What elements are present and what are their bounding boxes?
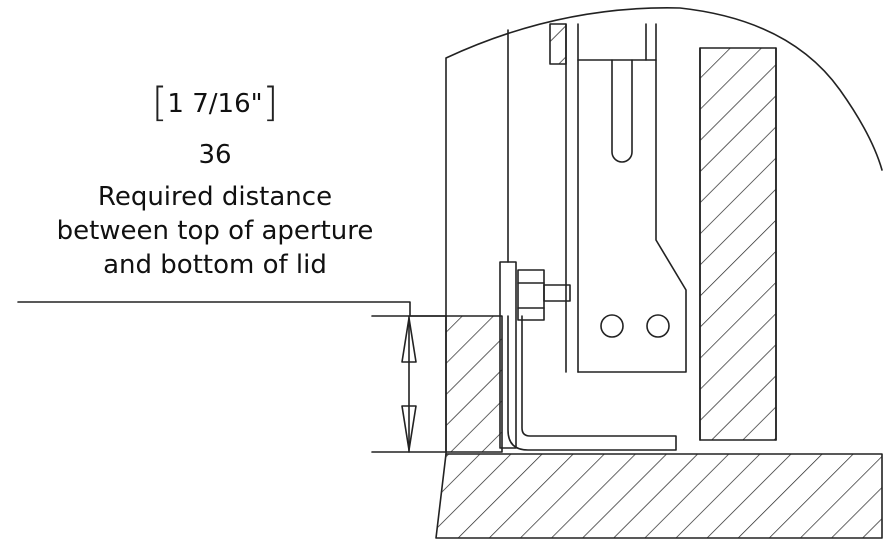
caption-line-2: between top of aperture [56,216,374,246]
dimension-imperial-value: 1 7/16" [167,89,263,119]
dimension-metric: 36 [198,140,232,170]
hole-1 [600,314,624,338]
nut [517,269,545,321]
base-slab [435,453,883,539]
bracket-open: [ [151,80,168,126]
right-wall-section [699,47,777,441]
dimension-caption: Required distance between top of apertur… [20,180,410,282]
bolt-shank [543,284,571,302]
hinge-arm [577,59,687,373]
caption-line-3: and bottom of lid [103,250,327,280]
arrow-bottom [401,405,417,451]
housing-outline [445,7,883,456]
arrow-top [401,317,417,363]
dimension-imperial: [1 7/16"] [20,83,410,123]
caption-line-1: Required distance [97,182,333,212]
hole-2 [646,314,670,338]
reference-line [17,301,447,317]
bracket-close: ] [262,80,279,126]
l-bracket [507,315,677,451]
aperture-block [445,315,503,453]
top-clip [549,23,567,65]
